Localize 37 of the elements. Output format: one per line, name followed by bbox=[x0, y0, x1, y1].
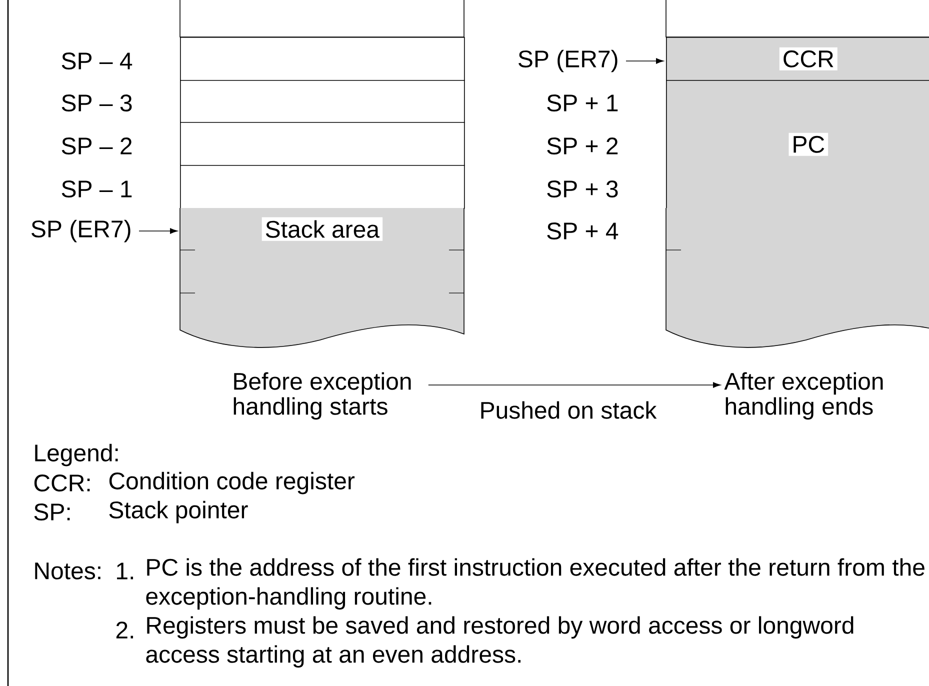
note-number: 1. bbox=[117, 562, 134, 580]
legend-text: Condition code register bbox=[109, 472, 355, 494]
offset-label: SP – 2 bbox=[62, 138, 132, 154]
legend-key: CCR: bbox=[34, 474, 90, 492]
offset-label: SP + 2 bbox=[547, 138, 618, 154]
stack-cell bbox=[180, 0, 464, 38]
arrow bbox=[138, 228, 178, 234]
offset-label: SP + 3 bbox=[547, 180, 618, 198]
node-label: PC bbox=[794, 136, 824, 153]
state-label: After exception handling ends bbox=[724, 372, 883, 420]
arrow bbox=[626, 58, 664, 64]
offset-label: SP + 4 bbox=[547, 222, 618, 240]
legend-key: SP: bbox=[34, 504, 70, 520]
offset-label: SP + 1 bbox=[547, 94, 618, 112]
stack-cell bbox=[666, 0, 929, 38]
offset-label: SP – 1 bbox=[62, 180, 132, 198]
stack-cell bbox=[180, 80, 465, 123]
stack-cell bbox=[180, 37, 465, 81]
stack-area bbox=[666, 208, 929, 348]
notes-heading: Notes: bbox=[35, 562, 100, 580]
note-number: 2. bbox=[116, 622, 134, 638]
note-text: Registers must be saved and restored by word access or longword access starting at an even address. bbox=[146, 616, 854, 668]
offset-label: SP – 3 bbox=[62, 94, 132, 112]
legend-heading: Legend: bbox=[35, 444, 118, 466]
stack-area: Stack area bbox=[180, 208, 464, 348]
state-label: Before exception handling starts bbox=[234, 372, 411, 420]
arrow bbox=[428, 382, 721, 388]
stack-cell bbox=[180, 122, 465, 166]
note-text: PC is the address of the first instruction executed after the return from the exception-handling routine. bbox=[146, 558, 924, 610]
edge-label: Pushed on stack bbox=[478, 400, 658, 420]
node-label: CCR bbox=[784, 50, 834, 68]
pointer-label: SP (ER7) bbox=[518, 50, 618, 72]
legend-text: Stack pointer bbox=[109, 500, 248, 524]
pointer-label: SP (ER7) bbox=[32, 220, 130, 242]
stack-cell bbox=[180, 165, 465, 209]
stack-cell: CCR bbox=[666, 37, 929, 81]
offset-label: SP – 4 bbox=[62, 52, 132, 70]
